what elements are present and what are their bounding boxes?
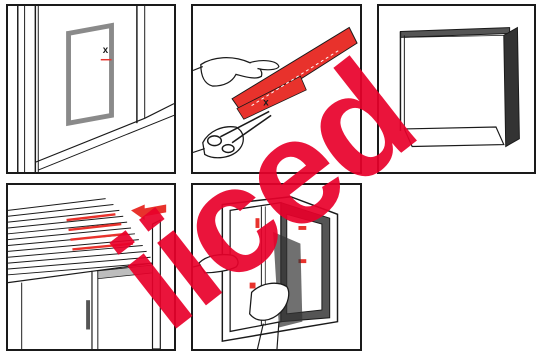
rails-illustration <box>8 185 174 349</box>
step-3-panel <box>377 4 536 174</box>
step-5-panel <box>191 183 362 351</box>
template-mark-x: x <box>263 98 269 109</box>
step-2-panel: x <box>191 4 362 174</box>
cutting-template-illustration: x <box>193 6 360 172</box>
measure-mark-x: x <box>103 45 109 56</box>
fitting-panel-illustration <box>193 185 360 349</box>
step-4-panel <box>6 183 176 351</box>
door-frame-illustration: x <box>8 6 174 172</box>
step-1-panel: x <box>6 4 176 174</box>
open-frame-illustration <box>379 6 534 172</box>
